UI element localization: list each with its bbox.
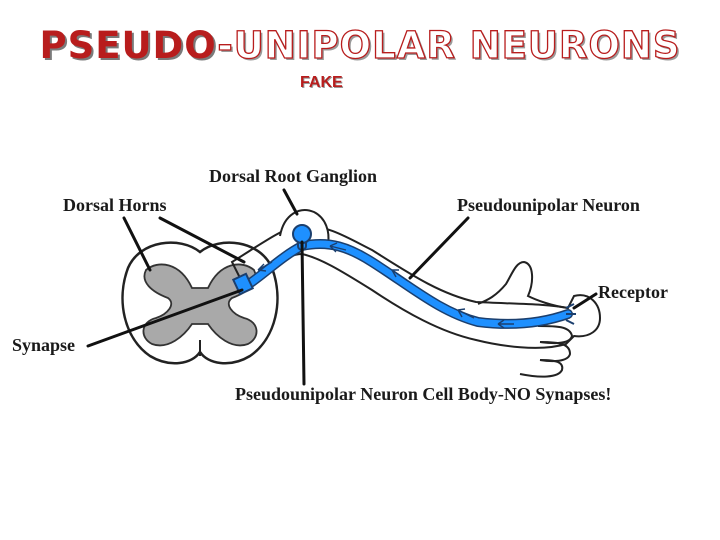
label-receptor: Receptor bbox=[598, 282, 668, 302]
pseudounipolar-neuron bbox=[231, 224, 576, 329]
label-pseudounipolar-neuron: Pseudounipolar Neuron bbox=[457, 195, 640, 215]
pointer-pseudounipolar-neuron bbox=[408, 216, 470, 280]
pointer-synapse bbox=[86, 288, 244, 348]
pointer-dorsal-horns-1 bbox=[122, 216, 152, 272]
cell-body bbox=[292, 224, 312, 244]
receptor-endings bbox=[565, 303, 576, 325]
pointer-receptor bbox=[572, 292, 598, 310]
label-dorsal-root-ganglion: Dorsal Root Ganglion bbox=[209, 166, 377, 186]
title-part-pseudo: PSEUDO bbox=[39, 24, 218, 67]
pointer-dorsal-horns-2 bbox=[158, 216, 246, 264]
label-cell-body: Pseudounipolar Neuron Cell Body-NO Synap… bbox=[235, 384, 611, 404]
pointer-dorsal-root-ganglion bbox=[282, 188, 299, 216]
label-dorsal-horns: Dorsal Horns bbox=[63, 195, 167, 215]
subtitle: FAKE bbox=[300, 74, 343, 91]
signal-direction-arrows bbox=[257, 242, 514, 329]
pointer-cell-body bbox=[300, 240, 306, 386]
axon-terminal bbox=[231, 272, 255, 296]
page-title: PSEUDO-UNIPOLAR NEURONS bbox=[0, 23, 720, 67]
title-part-unipolar: -UNIPOLAR NEURONS bbox=[217, 23, 681, 67]
label-synapse: Synapse bbox=[12, 335, 75, 355]
arm-outline bbox=[230, 209, 602, 378]
pointer-lines bbox=[86, 188, 598, 386]
